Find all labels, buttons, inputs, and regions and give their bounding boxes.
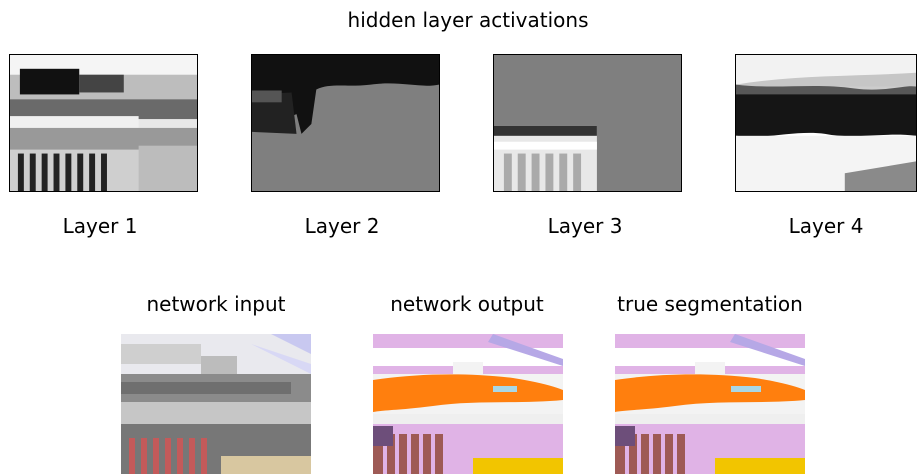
figure-title: hidden layer activations	[347, 8, 589, 32]
network-input-image	[121, 334, 311, 474]
layer-2-activation-image	[251, 54, 440, 192]
layer-3-activation-image	[493, 54, 682, 192]
layer-4-activation-image	[735, 54, 917, 192]
network-output-label: network output	[390, 292, 544, 316]
true-segmentation-image	[615, 334, 805, 474]
layer-2-label: Layer 2	[304, 214, 380, 238]
layer-1-activation-image	[9, 54, 198, 192]
network-output-image	[373, 334, 563, 474]
layer-3-label: Layer 3	[547, 214, 623, 238]
true-segmentation-label: true segmentation	[617, 292, 803, 316]
layer-1-label: Layer 1	[62, 214, 138, 238]
layer-4-label: Layer 4	[788, 214, 864, 238]
network-input-label: network input	[146, 292, 286, 316]
